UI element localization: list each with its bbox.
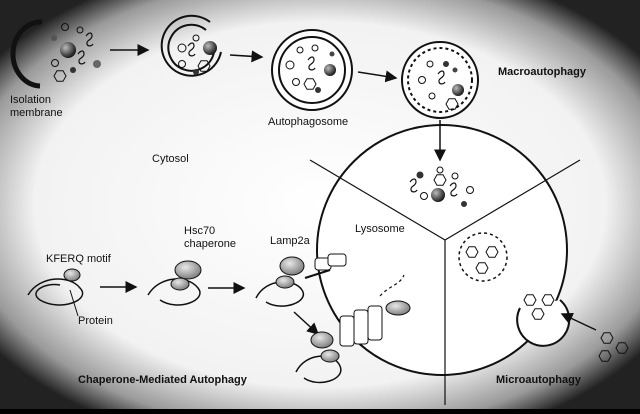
label-isolation-membrane-1: Isolation [10,94,51,106]
label-lysosome: Lysosome [355,223,405,235]
label-microautophagy: Microautophagy [496,374,582,386]
cma-hsc70-complex [147,260,202,306]
cma-lamp2a-binding [255,253,347,307]
cytosol-cargo [51,23,101,82]
label-isolation-membrane-2: membrane [10,107,63,119]
isolation-membrane [10,19,43,89]
label-lamp2a: Lamp2a [270,235,311,247]
phagophore [160,14,222,77]
label-hsc70-1: Hsc70 [184,225,215,237]
label-hsc70-2: chaperone [184,238,236,250]
label-cytosol: Cytosol [152,153,189,165]
arrow-to-translocation [293,311,320,336]
label-protein: Protein [78,315,113,327]
arrow-microautophagy [560,313,597,331]
pathway-dividers [309,159,581,405]
cma-substrate [27,268,84,317]
arrow-to-autophagosome [229,50,264,63]
arrow-to-fusion [357,70,398,83]
label-autophagosome: Autophagosome [268,116,348,128]
label-cma: Chaperone-Mediated Autophagy [78,374,248,386]
autophagosome [271,29,353,111]
cma-translocation [295,274,411,384]
label-macroautophagy: Macroautophagy [498,66,587,78]
label-kferq-motif: KFERQ motif [46,253,112,265]
degraded-cargo [409,166,474,207]
